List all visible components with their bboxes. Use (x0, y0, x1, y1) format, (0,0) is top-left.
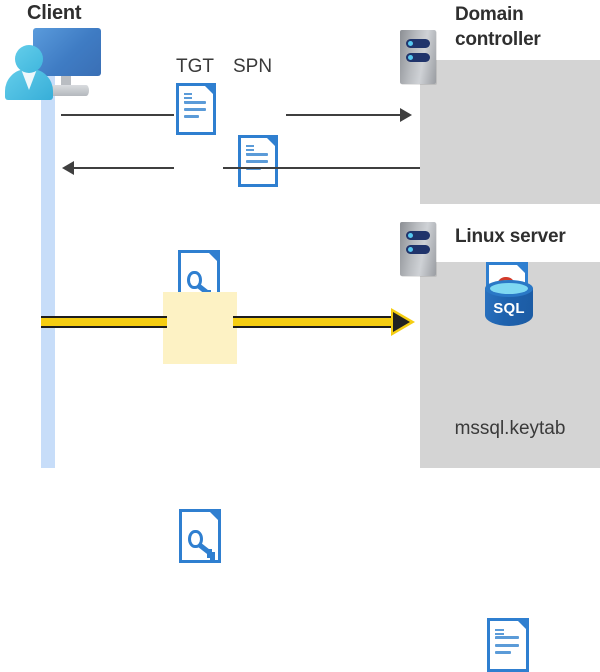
spn-label: SPN (233, 56, 273, 77)
rack-led-2 (406, 245, 430, 254)
keytab-filename-label: mssql.keytab (454, 418, 566, 439)
doc-fold (207, 509, 221, 523)
doc-bars (184, 93, 192, 104)
rack-led-1 (406, 39, 430, 48)
doc-bars (495, 628, 504, 639)
tgt-label: TGT (176, 56, 214, 77)
doc-fold (515, 618, 529, 632)
sql-database-icon: SQL (485, 280, 533, 334)
flow-ticket-arrowhead (62, 161, 74, 175)
doc-line (184, 100, 207, 104)
page-title-domain-controller: Domain controller (455, 2, 595, 52)
client-lifeline (41, 70, 55, 468)
flow-request-line-right (286, 114, 400, 116)
flow-request-line-left (61, 114, 174, 116)
domain-controller-title-line1: Domain (455, 4, 524, 25)
flow-auth-bar-right (233, 316, 393, 328)
page-title-client: Client (27, 2, 82, 24)
key-document-icon-highlighted (179, 509, 221, 563)
doc-fold (202, 83, 216, 97)
highlight-box (163, 292, 237, 364)
monitor-stand-neck (61, 76, 71, 87)
flow-auth-bar-left (41, 316, 167, 328)
doc-fold (264, 135, 278, 149)
diagram-canvas: Client Domain controller Linux server TG… (5, 2, 600, 672)
doc-line (184, 107, 207, 111)
person-head (15, 45, 43, 73)
doc-line (495, 636, 519, 640)
doc-line (495, 643, 519, 647)
text-document-icon-tgt (176, 83, 216, 135)
flow-ticket-line-right (223, 167, 420, 169)
rack-led-2 (406, 53, 430, 62)
page-title-linux-server: Linux server (455, 226, 566, 247)
flow-ticket-line-left (74, 167, 174, 169)
text-document-icon-spn (238, 135, 278, 187)
domain-controller-title-line2: controller (455, 29, 541, 50)
rack-led-1 (406, 231, 430, 240)
doc-fold (206, 250, 220, 264)
server-rack-icon-linux (400, 222, 436, 276)
sql-cylinder-top-inner (490, 283, 528, 294)
doc-line (184, 115, 200, 119)
domain-controller-panel (420, 60, 600, 204)
text-document-icon-keytab (487, 618, 529, 672)
doc-bars (246, 145, 254, 156)
flow-auth-arrowhead-inner (393, 312, 410, 332)
monitor-screen (33, 28, 101, 76)
doc-line (246, 159, 269, 163)
sql-label: SQL (493, 300, 525, 317)
monitor-stand-base (45, 85, 89, 96)
doc-line (246, 152, 269, 156)
key-tooth (210, 551, 216, 560)
flow-request-arrowhead (400, 108, 412, 122)
user-at-monitor-icon (5, 28, 103, 100)
server-rack-icon-domain-controller (400, 30, 436, 84)
doc-fold (514, 262, 528, 276)
